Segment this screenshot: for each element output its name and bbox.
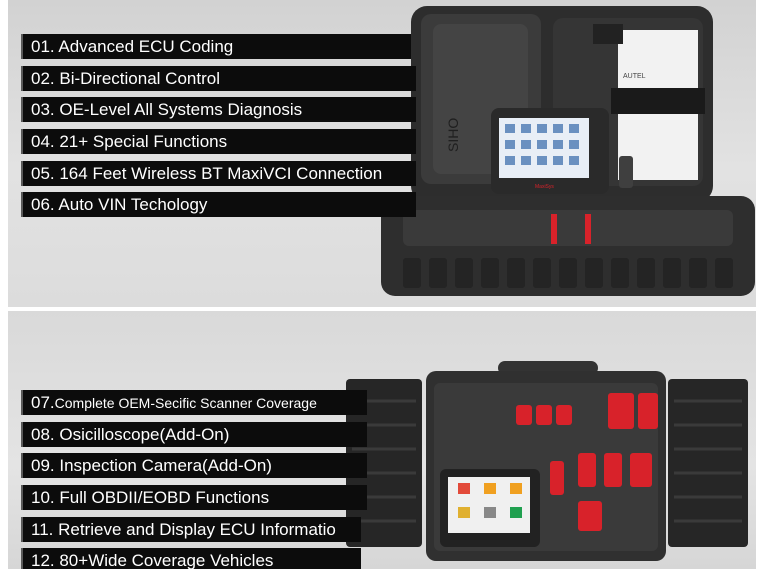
diagnostic-kit-open-image [346, 361, 748, 561]
feature-item: 12. 80+Wide Coverage Vehicles [21, 548, 361, 569]
feature-item: 11. Retrieve and Display ECU Informatio [21, 517, 361, 542]
feature-label: Complete OEM-Secific Scanner Coverage [54, 395, 317, 411]
diagnostic-case-open-image: AUTEL SIHO MaxiSys [381, 6, 755, 296]
feature-item: 08. Osicilloscope(Add-On) [21, 422, 367, 447]
top-product-panel: AUTEL SIHO MaxiSys [8, 0, 756, 307]
feature-item: 02. Bi-Directional Control [21, 66, 416, 91]
feature-item: 03. OE-Level All Systems Diagnosis [21, 97, 416, 122]
bottom-product-panel: 07.Complete OEM-Secific Scanner Coverage… [8, 311, 756, 569]
tablet-brand-label: MaxiSys [535, 184, 554, 190]
feature-item: 07.Complete OEM-Secific Scanner Coverage [21, 390, 367, 415]
feature-item: 05. 164 Feet Wireless BT MaxiVCI Connect… [21, 161, 416, 186]
feature-item: 04. 21+ Special Functions [21, 129, 416, 154]
feature-item: 06. Auto VIN Techology [21, 192, 416, 217]
feature-item: 01. Advanced ECU Coding [21, 34, 411, 59]
case-side-label: SIHO [445, 118, 461, 152]
feature-number: 07. [31, 393, 55, 412]
feature-item: 10. Full OBDII/EOBD Functions [21, 485, 367, 510]
brand-label: AUTEL [623, 73, 646, 80]
feature-item: 09. Inspection Camera(Add-On) [21, 453, 367, 478]
